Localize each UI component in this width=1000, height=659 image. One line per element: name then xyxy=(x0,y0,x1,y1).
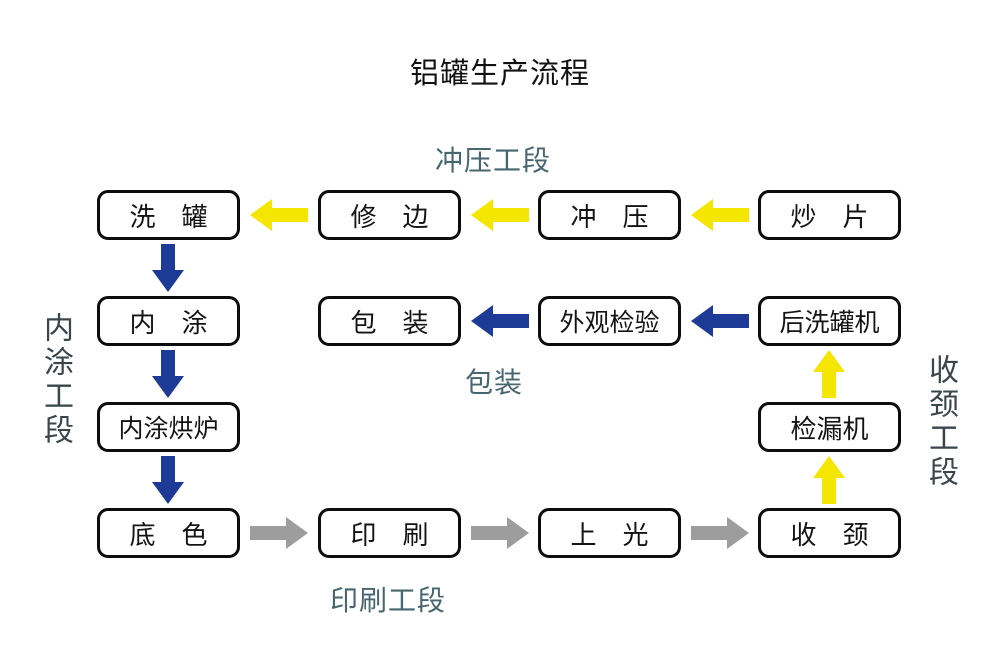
section-label-inner-coating: 内涂工段 xyxy=(39,312,72,448)
arrow-leak-tester-to-post-wash xyxy=(813,350,845,398)
node-varnish: 上 光 xyxy=(538,508,681,558)
node-print: 印 刷 xyxy=(318,508,461,558)
section-label-packing: 包装 xyxy=(465,367,524,398)
node-stamp: 冲 压 xyxy=(538,190,681,240)
arrow-sheet-fry-to-stamp xyxy=(691,199,749,231)
node-inner-coat: 内 涂 xyxy=(97,296,240,346)
arrow-stamp-to-trim xyxy=(471,199,529,231)
arrow-oven-to-base-coat xyxy=(152,456,184,504)
arrow-neck-to-leak-tester xyxy=(813,456,845,504)
arrow-visual-inspect-to-pack xyxy=(471,305,529,337)
diagram-title: 铝罐生产流程 xyxy=(409,58,590,90)
arrow-base-coat-to-print xyxy=(250,517,308,549)
arrow-wash-can-to-inner-coat xyxy=(152,244,184,292)
node-base-coat: 底 色 xyxy=(97,508,240,558)
arrow-print-to-varnish xyxy=(471,517,529,549)
node-inner-coat-oven: 内涂烘炉 xyxy=(97,402,240,452)
section-label-printing: 印刷工段 xyxy=(330,585,447,616)
node-wash-can: 洗 罐 xyxy=(97,190,240,240)
arrow-trim-to-wash-can xyxy=(250,199,308,231)
node-neck: 收 颈 xyxy=(758,508,901,558)
node-sheet-fry: 炒 片 xyxy=(758,190,901,240)
section-label-stamping: 冲压工段 xyxy=(435,145,552,176)
node-pack: 包 装 xyxy=(318,296,461,346)
arrow-inner-coat-to-oven xyxy=(152,350,184,398)
section-label-necking: 收颈工段 xyxy=(924,354,957,490)
arrow-post-wash-to-visual-inspect xyxy=(691,305,749,337)
node-post-wash-machine: 后洗罐机 xyxy=(758,296,901,346)
node-leak-tester: 检漏机 xyxy=(758,402,901,452)
node-visual-inspect: 外观检验 xyxy=(538,296,681,346)
arrow-varnish-to-neck xyxy=(691,517,749,549)
node-trim: 修 边 xyxy=(318,190,461,240)
